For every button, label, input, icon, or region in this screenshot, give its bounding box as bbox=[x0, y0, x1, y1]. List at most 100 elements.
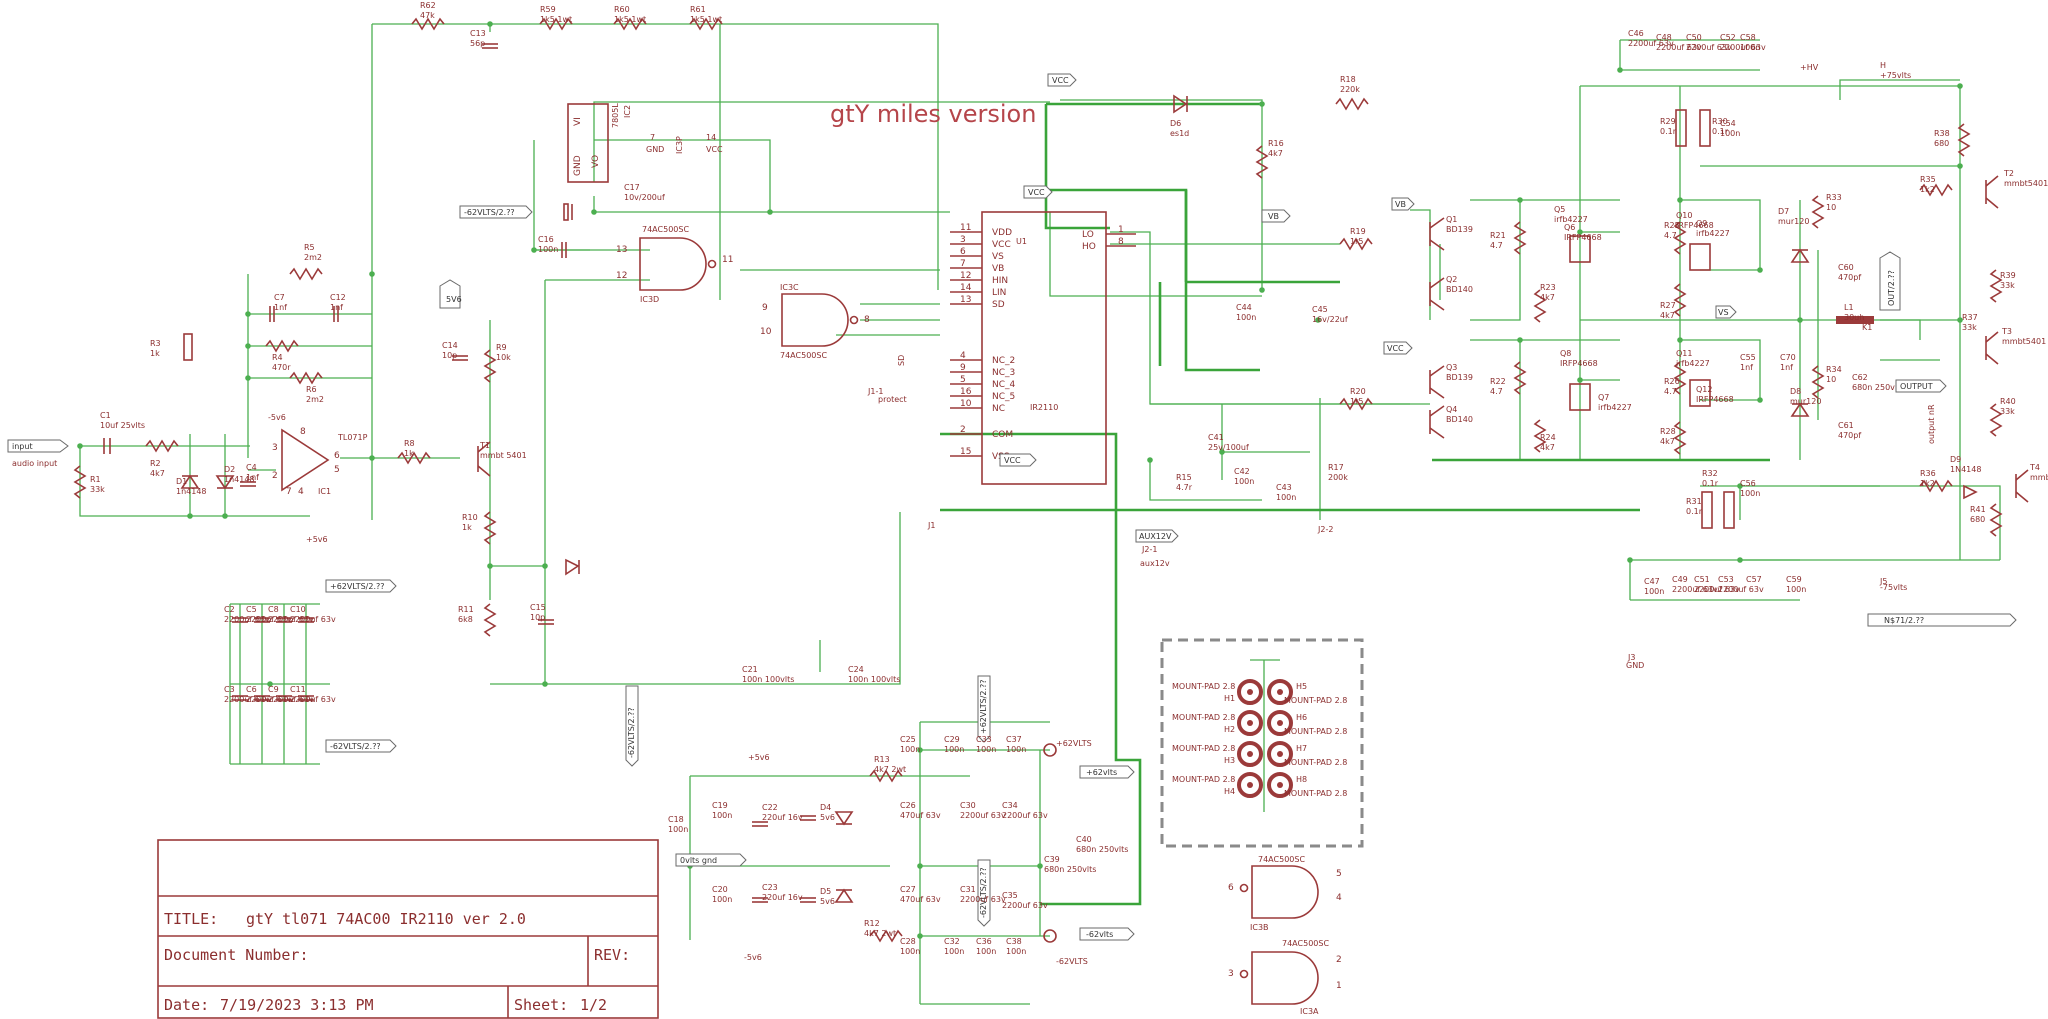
component-ref: C38 bbox=[1006, 937, 1022, 946]
component-value: 2200uf 63v bbox=[268, 695, 314, 704]
component-ref: R59 bbox=[540, 5, 556, 14]
component-value: mmbt 5401 bbox=[480, 451, 527, 460]
component-value: 2200uf 63v bbox=[1686, 43, 1732, 52]
component-value: 4k7 2wt bbox=[874, 765, 906, 774]
label-hv: +HV bbox=[1800, 63, 1819, 72]
component-ref: Q9 bbox=[1696, 219, 1707, 228]
ic3a-ref: IC3A bbox=[1300, 1007, 1319, 1016]
component-value: 4k7 bbox=[1540, 443, 1555, 452]
ic-ic2-regulator: VI GND VO 7805L IC2 bbox=[567, 103, 632, 183]
component-value: 1k5 1wt bbox=[690, 15, 722, 24]
component-value: BD140 bbox=[1446, 285, 1473, 294]
u1-pin-label: NC_3 bbox=[992, 368, 1015, 378]
ic3a-pin3: 3 bbox=[1228, 969, 1234, 979]
component-value: IRFP4668 bbox=[1676, 221, 1714, 230]
flag-0vlts-gnd: 0vlts gnd bbox=[680, 856, 717, 865]
ic3a-pin1: 1 bbox=[1336, 981, 1342, 991]
mount-pad-hole bbox=[1247, 689, 1253, 695]
component-value: 10 bbox=[1826, 375, 1836, 384]
component-ref: Q1 bbox=[1446, 215, 1457, 224]
component-value: 100n bbox=[900, 745, 920, 754]
component-ref: L1 bbox=[1844, 303, 1854, 312]
component-value: 1k2 bbox=[1920, 185, 1935, 194]
component-value: 1k bbox=[150, 349, 160, 358]
mount-pad-label: MOUNT-PAD 2.8 bbox=[1284, 696, 1347, 705]
component-ref: C25 bbox=[900, 735, 916, 744]
component-ref: R21 bbox=[1490, 231, 1506, 240]
label-audio-input: audio input bbox=[12, 459, 57, 468]
flag-neg62-vertical: -62VLTS/2.?? bbox=[627, 707, 636, 758]
component-ref: Q12 bbox=[1696, 385, 1712, 394]
component-value: 10v/200uf bbox=[624, 193, 665, 202]
component-ref: C39 bbox=[1044, 855, 1060, 864]
component-ref: R36 bbox=[1920, 469, 1936, 478]
component-ref: Q3 bbox=[1446, 363, 1457, 372]
ic3b-part: 74AC500SC bbox=[1258, 855, 1305, 864]
component-ref: C41 bbox=[1208, 433, 1224, 442]
component-ref: C45 bbox=[1312, 305, 1328, 314]
component-ref: R15 bbox=[1176, 473, 1192, 482]
component-value: 56p bbox=[470, 39, 485, 48]
component-ref: Q5 bbox=[1554, 205, 1565, 214]
component-value: 100n bbox=[1740, 489, 1760, 498]
component-value: 1k bbox=[462, 523, 472, 532]
mount-pad-icon bbox=[1237, 741, 1263, 767]
component-value: 220uf 16v bbox=[762, 813, 803, 822]
component-value: 100n bbox=[976, 947, 996, 956]
component-value: 0.1r bbox=[1686, 507, 1703, 516]
u1-pin-label: SD bbox=[992, 300, 1005, 310]
ic3d-pin12: 12 bbox=[616, 271, 627, 281]
component-ref: C30 bbox=[960, 801, 976, 810]
component-value: BD139 bbox=[1446, 225, 1473, 234]
flag-vcc-top: VCC bbox=[1052, 76, 1069, 85]
component-ref: D4 bbox=[820, 803, 831, 812]
component-ref: C3 bbox=[224, 685, 235, 694]
mount-pad-label: MOUNT-PAD 2.8 bbox=[1284, 758, 1347, 767]
component-ref: C31 bbox=[960, 885, 976, 894]
ic3d-pin11: 11 bbox=[722, 255, 733, 265]
u1-pin-label: NC_2 bbox=[992, 356, 1015, 366]
ic3c-ref: IC3C bbox=[780, 283, 799, 292]
component-ref: R31 bbox=[1686, 497, 1702, 506]
component-ref: R6 bbox=[306, 385, 317, 394]
component-value: mmbt5551 bbox=[2030, 473, 2048, 482]
conn-j1-1: J1-1 bbox=[867, 387, 883, 396]
component-ref: C70 bbox=[1780, 353, 1796, 362]
flag-aux12v: AUX12V bbox=[1139, 532, 1172, 541]
component-value: 470pf bbox=[1838, 273, 1861, 282]
component-ref: C33 bbox=[976, 735, 992, 744]
component-value: 2200uf 63v bbox=[224, 695, 270, 704]
component-value: 0.1r bbox=[1660, 127, 1677, 136]
component-value: 10p bbox=[442, 351, 457, 360]
component-value: 10k bbox=[496, 353, 511, 362]
connectors: J1-1 J1 J2-1 J2-2 J3 J5 H K1 output nR bbox=[867, 61, 1936, 662]
component-value: 100n bbox=[668, 825, 688, 834]
ic2-pin-vo: VO bbox=[591, 155, 601, 168]
mount-pad-label: MOUNT-PAD 2.8 bbox=[1172, 713, 1235, 722]
component-ref: R12 bbox=[864, 919, 880, 928]
u1-pin-number: 16 bbox=[960, 387, 972, 397]
ic3b-pin4: 4 bbox=[1336, 893, 1342, 903]
component-ref: R24 bbox=[1540, 433, 1556, 442]
component-ref: C34 bbox=[1002, 801, 1018, 810]
ic1-pin4: 4 bbox=[298, 487, 304, 497]
component-ref: C26 bbox=[900, 801, 916, 810]
component-value: 2200uf 63v bbox=[1002, 901, 1048, 910]
ic1-ref: IC1 bbox=[318, 487, 331, 496]
component-ref: R41 bbox=[1970, 505, 1986, 514]
